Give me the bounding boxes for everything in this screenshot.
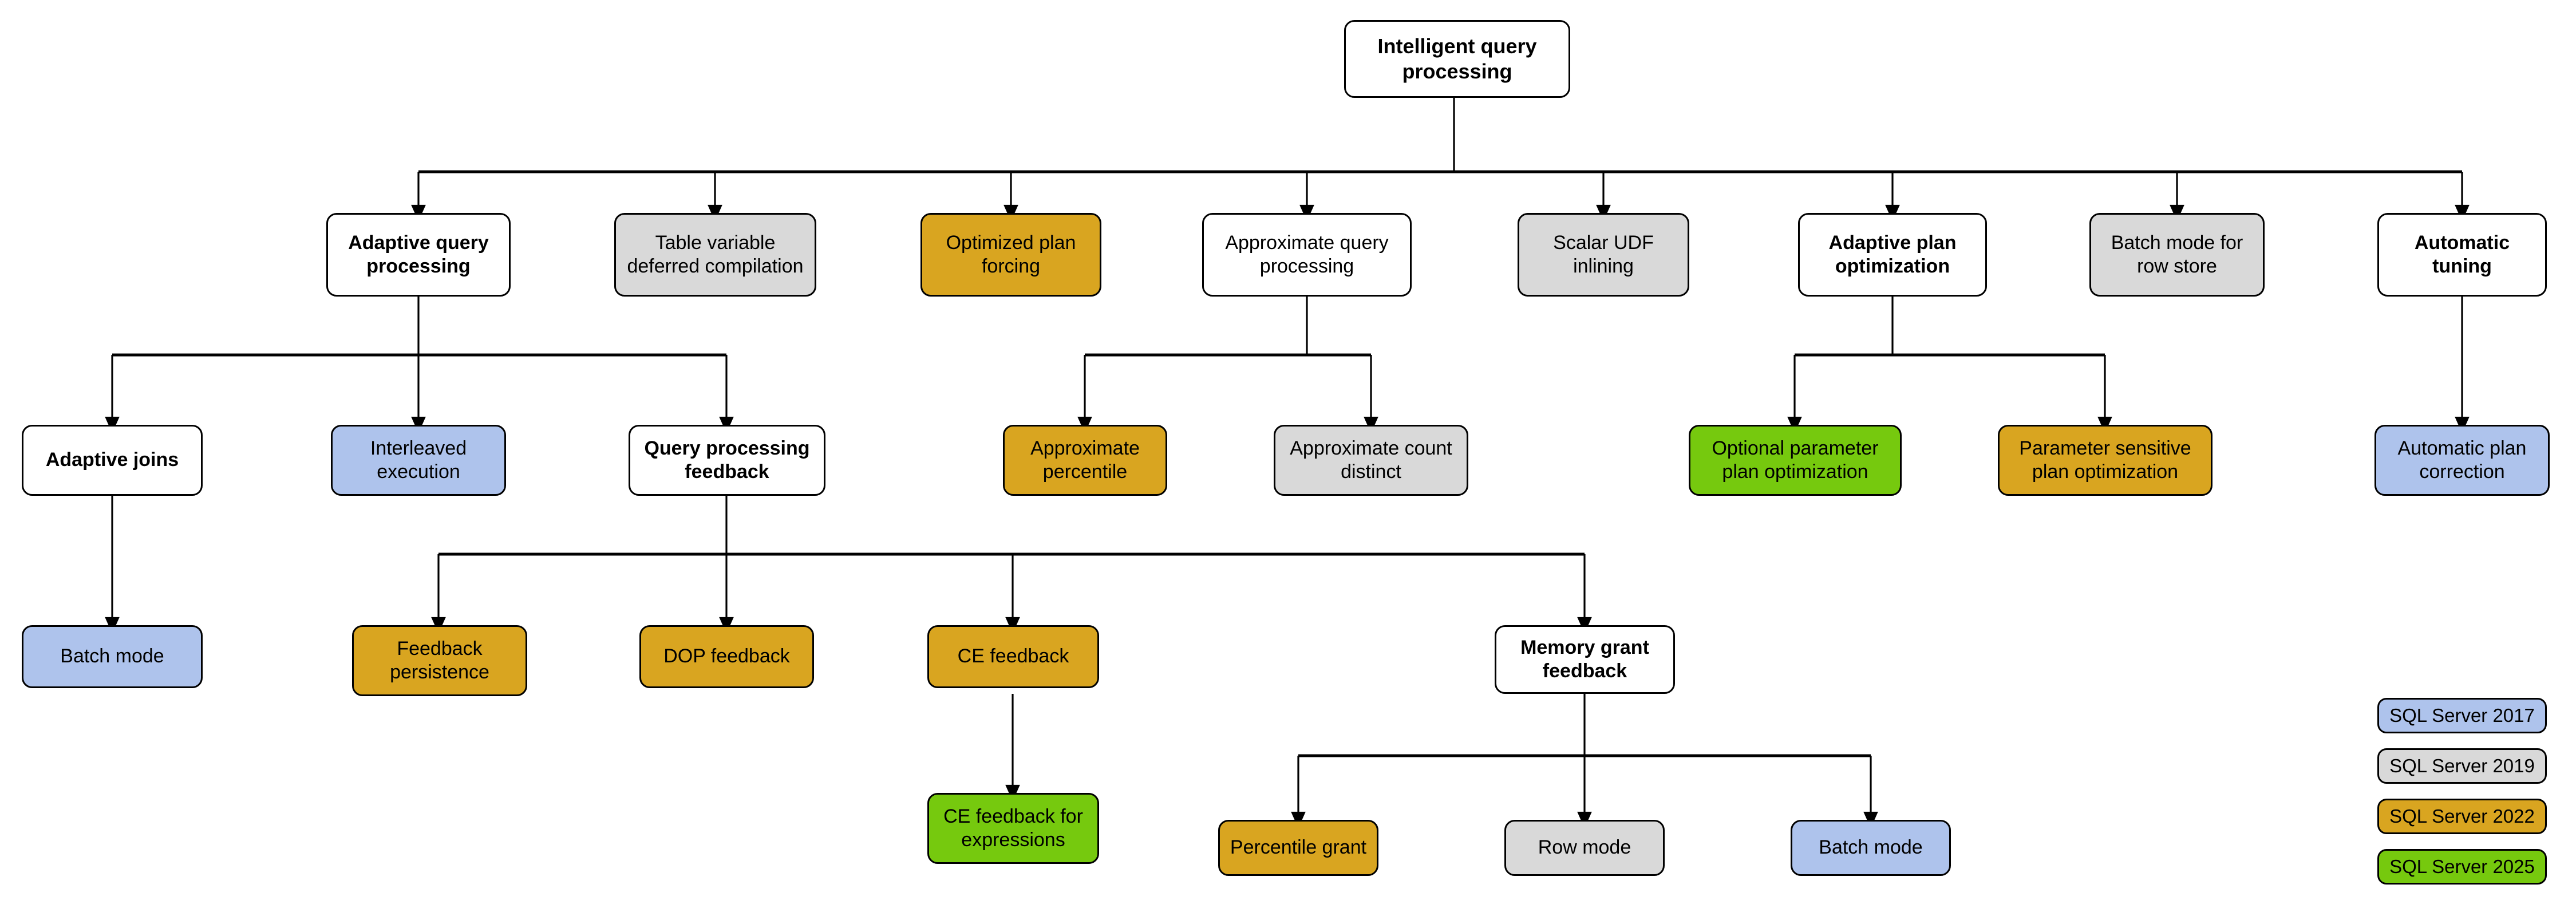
node-batch-mode-for-row-store[interactable]: Batch mode for row store — [2089, 213, 2265, 297]
node-scalar-udf-inlining[interactable]: Scalar UDF inlining — [1518, 213, 1689, 297]
node-approximate-percentile[interactable]: Approximate percentile — [1003, 425, 1167, 496]
node-adaptive-plan-optimization[interactable]: Adaptive plan optimization — [1798, 213, 1987, 297]
legend-item-sql-server-2019[interactable]: SQL Server 2019 — [2377, 748, 2547, 784]
node-intelligent-query-processing[interactable]: Intelligent query processing — [1344, 20, 1570, 98]
node-ce-feedback-for-expressions[interactable]: CE feedback for expressions — [927, 793, 1099, 864]
node-optional-parameter-plan-optimization[interactable]: Optional parameter plan optimization — [1689, 425, 1902, 496]
legend-item-sql-server-2022[interactable]: SQL Server 2022 — [2377, 799, 2547, 834]
node-optimized-plan-forcing[interactable]: Optimized plan forcing — [920, 213, 1101, 297]
legend-item-sql-server-2025[interactable]: SQL Server 2025 — [2377, 849, 2547, 885]
node-adaptive-query-processing[interactable]: Adaptive query processing — [326, 213, 511, 297]
node-query-processing-feedback[interactable]: Query processing feedback — [629, 425, 825, 496]
node-approximate-query-processing[interactable]: Approximate query processing — [1202, 213, 1412, 297]
node-row-mode[interactable]: Row mode — [1504, 820, 1665, 876]
node-automatic-plan-correction[interactable]: Automatic plan correction — [2374, 425, 2550, 496]
node-approximate-count-distinct[interactable]: Approximate count distinct — [1274, 425, 1468, 496]
node-automatic-tuning[interactable]: Automatic tuning — [2377, 213, 2547, 297]
node-parameter-sensitive-plan-optimization[interactable]: Parameter sensitive plan optimization — [1998, 425, 2212, 496]
node-adaptive-joins[interactable]: Adaptive joins — [22, 425, 203, 496]
node-ce-feedback[interactable]: CE feedback — [927, 625, 1099, 688]
legend-item-sql-server-2017[interactable]: SQL Server 2017 — [2377, 698, 2547, 733]
node-dop-feedback[interactable]: DOP feedback — [639, 625, 814, 688]
node-batch-mode-memory-grant[interactable]: Batch mode — [1791, 820, 1951, 876]
node-interleaved-execution[interactable]: Interleaved execution — [331, 425, 506, 496]
node-memory-grant-feedback[interactable]: Memory grant feedback — [1495, 625, 1675, 694]
node-feedback-persistence[interactable]: Feedback persistence — [352, 625, 527, 696]
node-batch-mode-adaptive-joins[interactable]: Batch mode — [22, 625, 203, 688]
node-percentile-grant[interactable]: Percentile grant — [1218, 820, 1378, 876]
node-table-variable-deferred-compilation[interactable]: Table variable deferred compilation — [614, 213, 816, 297]
